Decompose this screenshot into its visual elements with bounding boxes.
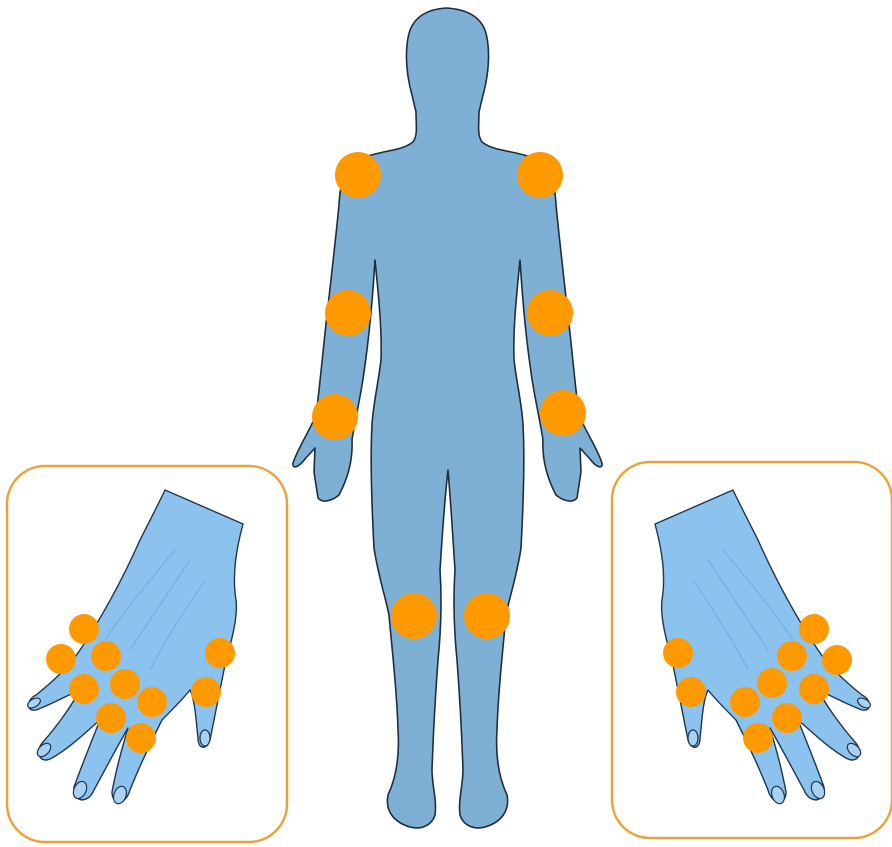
joint-marker-hand (676, 677, 706, 707)
joint-marker-hand (757, 668, 787, 698)
joint-marker-hand (663, 638, 693, 668)
joint-marker-hand (191, 677, 221, 707)
joint-marker-left-wrist (540, 390, 586, 436)
joint-marker-hand (743, 723, 773, 753)
joint-marker-right-knee (391, 593, 437, 639)
joint-marker-hand (799, 674, 829, 704)
joint-marker-hand (799, 614, 829, 644)
joint-marker-hand (822, 645, 852, 675)
joint-marker-hand (777, 641, 807, 671)
joint-marker-left-knee (464, 593, 510, 639)
joint-marker-left-elbow (527, 290, 573, 336)
nail (688, 730, 698, 746)
joint-marker-left-shoulder (517, 152, 563, 198)
joint-marker-right-shoulder (335, 152, 381, 198)
joint-marker-hand (96, 703, 126, 733)
joint-marker-hand (69, 614, 99, 644)
joint-marker-hand (69, 674, 99, 704)
joint-marker-hand (205, 638, 235, 668)
joint-marker-hand (110, 669, 140, 699)
joint-marker-hand (46, 644, 76, 674)
joint-marker-right-elbow (325, 290, 371, 336)
joint-marker-hand (91, 641, 121, 671)
right-hand-inset (612, 462, 892, 838)
nail (200, 730, 210, 746)
joint-marker-hand (137, 687, 167, 717)
joint-marker-hand (772, 703, 802, 733)
joint-marker-hand (126, 723, 156, 753)
joint-marker-hand (730, 687, 760, 717)
joint-marker-right-wrist (312, 394, 358, 440)
